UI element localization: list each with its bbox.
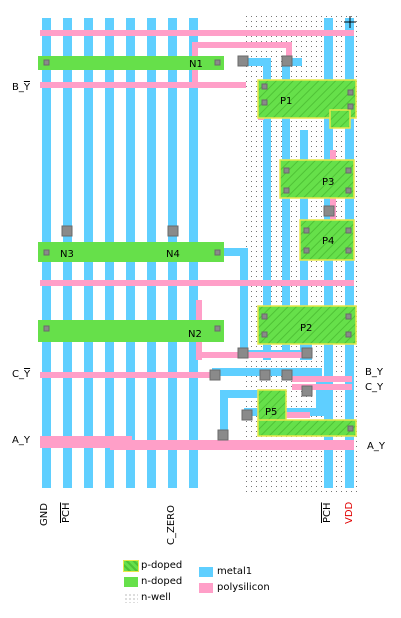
transistor-p3: P3 <box>322 177 334 188</box>
vdd-marker-icon <box>344 16 356 28</box>
transistor-p4: P4 <box>322 236 334 247</box>
contacts <box>43 55 354 441</box>
legend-n-doped: n-doped <box>141 576 183 587</box>
transistor-p5: P5 <box>265 407 277 418</box>
label-c-y-bar: C_Y <box>12 369 31 380</box>
label-c-zero: C_ZERO <box>166 505 177 545</box>
label-pch-left: PCH <box>61 502 72 523</box>
legend-swatch-p-doped <box>123 560 139 572</box>
transistor-p1: P1 <box>280 96 292 107</box>
legend-swatch-metal1 <box>199 567 213 577</box>
label-a-y-left: A_Y <box>12 435 30 446</box>
label-b-y-bar: B_Y <box>12 82 30 93</box>
label-pch-right: PCH <box>322 502 333 523</box>
transistor-n4: N4 <box>166 249 180 260</box>
transistor-n1: N1 <box>189 59 203 70</box>
label-vdd: VDD <box>344 501 355 524</box>
legend-p-doped: p-doped <box>141 560 183 571</box>
label-gnd: GND <box>39 503 50 526</box>
legend-metal1: metal1 <box>217 566 253 577</box>
label-a-y-right: A_Y <box>367 441 385 452</box>
legend-swatch-n-well <box>124 593 138 603</box>
label-b-y-right: B_Y <box>365 367 383 378</box>
label-c-y-right: C_Y <box>365 382 384 393</box>
n-doped-regions <box>38 56 224 342</box>
transistor-p2: P2 <box>300 323 312 334</box>
legend-swatch-n-doped <box>124 577 138 587</box>
legend-polysilicon: polysilicon <box>217 582 270 593</box>
transistor-n3: N3 <box>60 249 74 260</box>
legend-swatch-polysilicon <box>199 583 213 593</box>
p-doped-regions <box>257 79 357 437</box>
legend-n-well: n-well <box>141 592 171 603</box>
transistor-n2: N2 <box>188 329 202 340</box>
